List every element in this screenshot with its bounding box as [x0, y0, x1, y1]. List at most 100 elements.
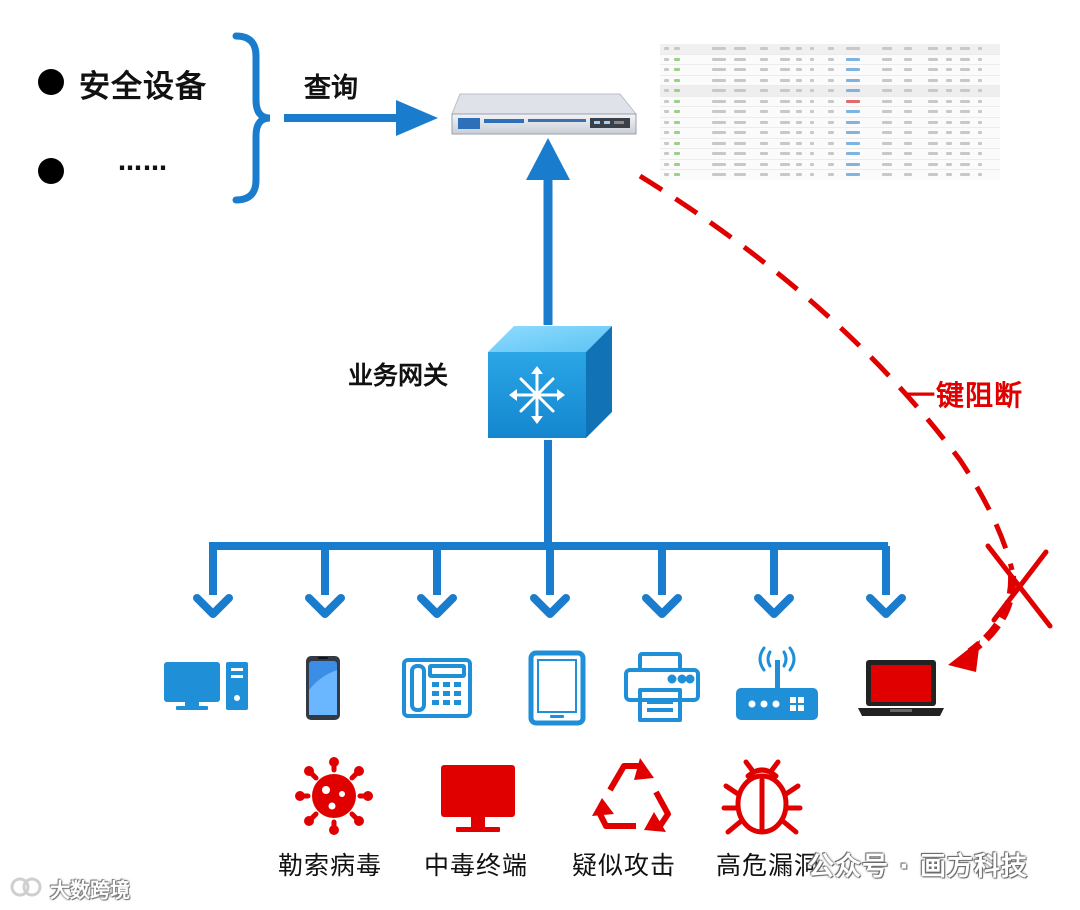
thumbnail-cell — [760, 162, 768, 166]
threat-label-infected-terminal: 中毒终端 — [424, 851, 529, 880]
thumbnail-cell — [846, 68, 860, 71]
thumbnail-cell — [810, 78, 814, 82]
thumbnail-cell — [928, 141, 938, 145]
thumbnail-cell — [978, 152, 982, 155]
thumbnail-cell — [946, 68, 952, 71]
thumbnail-cell — [760, 57, 768, 61]
thumbnail-cell — [978, 99, 982, 103]
thumbnail-cell — [846, 120, 860, 124]
thumbnail-cell — [734, 131, 746, 134]
bullet-dot — [38, 69, 64, 95]
thumbnail-cell — [760, 78, 768, 82]
thumbnail-cell — [882, 78, 892, 82]
thumbnail-cell — [664, 173, 669, 176]
thumbnail-cell — [796, 57, 802, 61]
smartphone-icon — [306, 656, 340, 720]
thumbnail-cell — [946, 162, 952, 166]
thumbnail-cell — [928, 152, 938, 155]
thumbnail-row — [660, 55, 1000, 65]
thumbnail-cell — [846, 173, 860, 176]
thumbnail-row — [660, 149, 1000, 160]
thumbnail-cell — [712, 152, 726, 155]
thumbnail-cell — [810, 57, 814, 61]
query-arrow — [284, 100, 438, 136]
thumbnail-cell — [960, 47, 970, 50]
thumbnail-cell — [664, 47, 669, 50]
thumbnail-row — [660, 160, 1000, 170]
thumbnail-cell — [796, 99, 802, 103]
thumbnail-cell — [712, 89, 726, 92]
threat-label-ransomware: 勒索病毒 — [278, 851, 383, 880]
thumbnail-cell — [978, 173, 982, 176]
block-path — [638, 173, 1017, 656]
thumbnail-cell — [780, 57, 790, 61]
thumbnail-cell — [810, 89, 814, 92]
thumbnail-row — [660, 97, 1000, 107]
thumbnail-cell — [904, 110, 912, 113]
thumbnail-cell — [928, 47, 938, 50]
thumbnail-cell — [846, 99, 860, 103]
thumbnail-cell — [904, 99, 912, 103]
thumbnail-cell — [734, 47, 746, 50]
thumbnail-cell — [928, 57, 938, 61]
printer-icon — [624, 652, 700, 722]
thumbnail-cell — [904, 120, 912, 124]
thumbnail-cell — [734, 68, 746, 71]
thumbnail-cell — [846, 131, 860, 134]
thumbnail-cell — [674, 120, 680, 124]
thumbnail-cell — [810, 99, 814, 103]
thumbnail-cell — [664, 152, 669, 155]
thumbnail-cell — [780, 78, 790, 82]
thumbnail-cell — [664, 110, 669, 113]
thumbnail-cell — [828, 110, 834, 113]
thumbnail-cell — [760, 141, 768, 145]
thumbnail-cell — [882, 99, 892, 103]
thumbnail-cell — [960, 131, 970, 134]
recycle-attack-icon — [592, 758, 671, 832]
thumbnail-cell — [760, 99, 768, 103]
thumbnail-cell — [780, 152, 790, 155]
thumbnail-cell — [882, 89, 892, 92]
thumbnail-cell — [946, 173, 952, 176]
thumbnail-cell — [978, 120, 982, 124]
thumbnail-cell — [946, 57, 952, 61]
thumbnail-cell — [734, 110, 746, 113]
thumbnail-cell — [760, 89, 768, 92]
thumbnail-cell — [810, 47, 814, 50]
thumbnail-row — [660, 65, 1000, 76]
watermark-left: 大数跨境 — [50, 878, 130, 902]
thumbnail-cell — [796, 78, 802, 82]
thumbnail-cell — [978, 110, 982, 113]
thumbnail-cell — [780, 68, 790, 71]
wireless-router-icon — [736, 646, 818, 720]
thumbnail-cell — [674, 78, 680, 82]
thumbnail-cell — [760, 110, 768, 113]
thumbnail-cell — [882, 162, 892, 166]
thumbnail-cell — [960, 141, 970, 145]
thumbnail-cell — [734, 162, 746, 166]
bullet-dot — [38, 158, 64, 184]
thumbnail-cell — [928, 131, 938, 134]
infected-monitor-icon — [441, 765, 515, 832]
thumbnail-cell — [928, 120, 938, 124]
thumbnail-cell — [928, 99, 938, 103]
thumbnail-cell — [796, 141, 802, 145]
thumbnail-cell — [846, 47, 860, 50]
thumbnail-cell — [760, 47, 768, 50]
thumbnail-cell — [810, 173, 814, 176]
one-click-block-label: 一键阻断 — [907, 379, 1024, 412]
thumbnail-cell — [664, 99, 669, 103]
thumbnail-cell — [904, 47, 912, 50]
thumbnail-cell — [674, 57, 680, 61]
thumbnail-cell — [928, 68, 938, 71]
thumbnail-cell — [946, 110, 952, 113]
thumbnail-cell — [946, 89, 952, 92]
thumbnail-cell — [810, 141, 814, 145]
thumbnail-cell — [796, 120, 802, 124]
thumbnail-cell — [712, 173, 726, 176]
thumbnail-cell — [674, 47, 680, 50]
thumbnail-cell — [828, 47, 834, 50]
thumbnail-cell — [780, 131, 790, 134]
thumbnail-cell — [810, 131, 814, 134]
